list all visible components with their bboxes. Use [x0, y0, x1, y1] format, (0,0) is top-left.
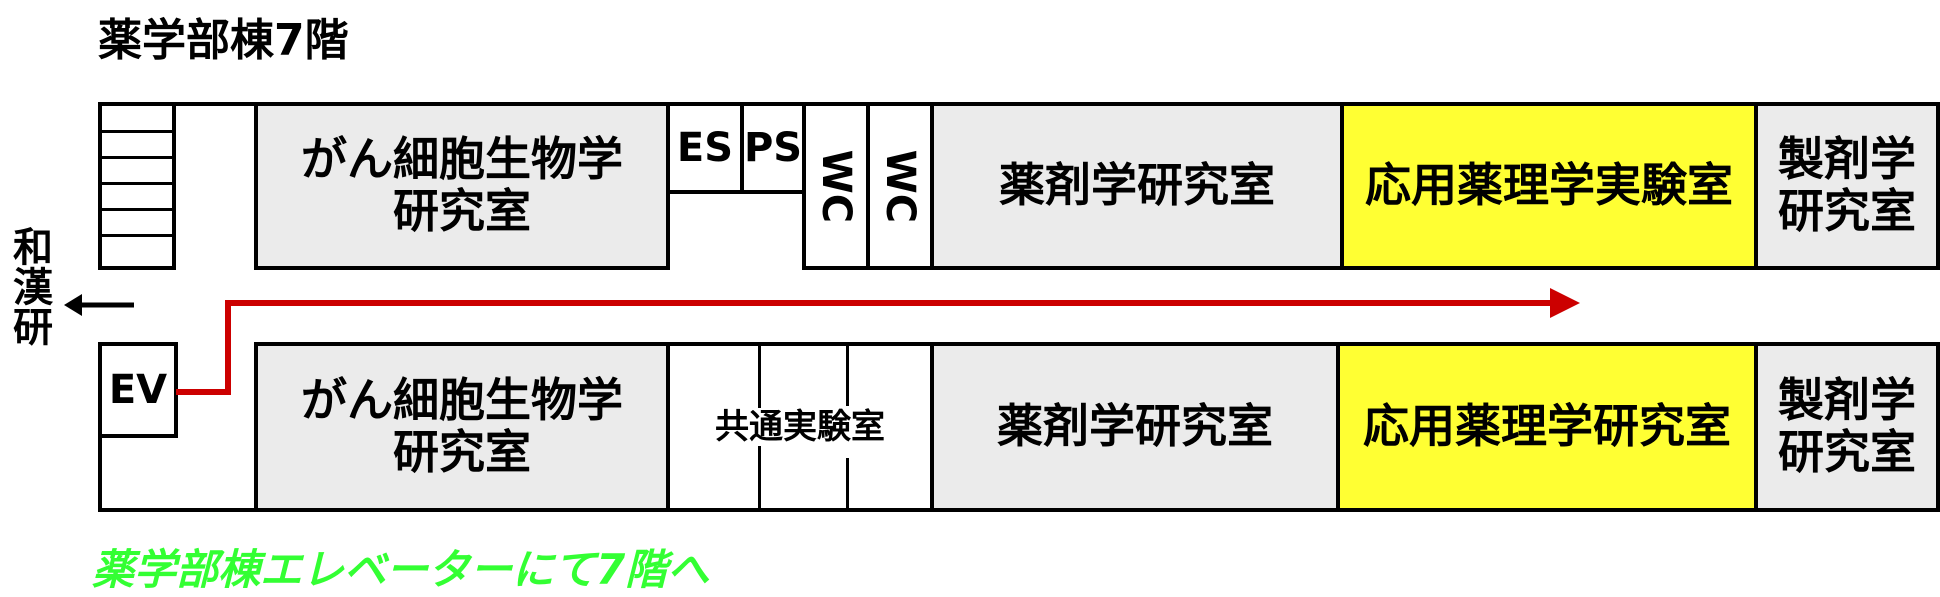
room-label: 応用薬理学実験室	[1365, 158, 1733, 213]
room-applied-pharmacology-lab[interactable]: 応用薬理学研究室	[1336, 342, 1758, 512]
page-title: 薬学部棟7階	[98, 15, 349, 66]
corridor-wall-top	[172, 102, 258, 106]
room-label-line2: 研究室	[1778, 425, 1916, 479]
room-label-line2: 研究室	[393, 184, 531, 238]
elevator[interactable]: EV	[98, 342, 178, 438]
room-label: 応用薬理学研究室	[1363, 399, 1731, 454]
room-label-line1: 製剤学	[1778, 373, 1916, 428]
stairs	[98, 102, 176, 270]
divider	[846, 458, 849, 512]
room-label: 薬剤学研究室	[999, 158, 1275, 213]
wall-line	[666, 190, 808, 194]
room-label-line2: 研究室	[393, 425, 531, 479]
route-arrowhead	[1550, 288, 1580, 318]
route-caption: 薬学部棟エレベーターにて7階へ	[92, 545, 710, 594]
room-label: ES	[676, 124, 734, 171]
room-label: PS	[743, 124, 803, 171]
side-label-wakanken: 和漢研	[6, 226, 52, 346]
corridor-wall-bottom	[98, 508, 258, 512]
room-pharmaceutics-upper[interactable]: 薬剤学研究室	[930, 102, 1344, 270]
exit-arrowhead	[64, 294, 82, 316]
room-label-line1: がん細胞生物学	[301, 132, 623, 187]
divider	[846, 346, 849, 406]
room-applied-pharmacology-experiment[interactable]: 応用薬理学実験室	[1340, 102, 1758, 270]
room-label: 共通実験室	[715, 406, 885, 447]
room-cancer-cell-biology-upper[interactable]: がん細胞生物学 研究室	[254, 102, 670, 270]
room-shared-experiment[interactable]: 共通実験室	[666, 342, 934, 512]
room-label-line1: 製剤学	[1778, 132, 1916, 187]
room-label-line2: 研究室	[1778, 184, 1916, 238]
room-label-line1: がん細胞生物学	[301, 373, 623, 428]
route-path	[176, 300, 1555, 395]
room-cancer-cell-biology-lower[interactable]: がん細胞生物学 研究室	[254, 342, 670, 512]
room-label: EV	[108, 366, 168, 413]
room-label: 薬剤学研究室	[997, 399, 1273, 454]
room-formulation-lower[interactable]: 製剤学 研究室	[1754, 342, 1940, 512]
room-formulation-upper[interactable]: 製剤学 研究室	[1754, 102, 1940, 270]
